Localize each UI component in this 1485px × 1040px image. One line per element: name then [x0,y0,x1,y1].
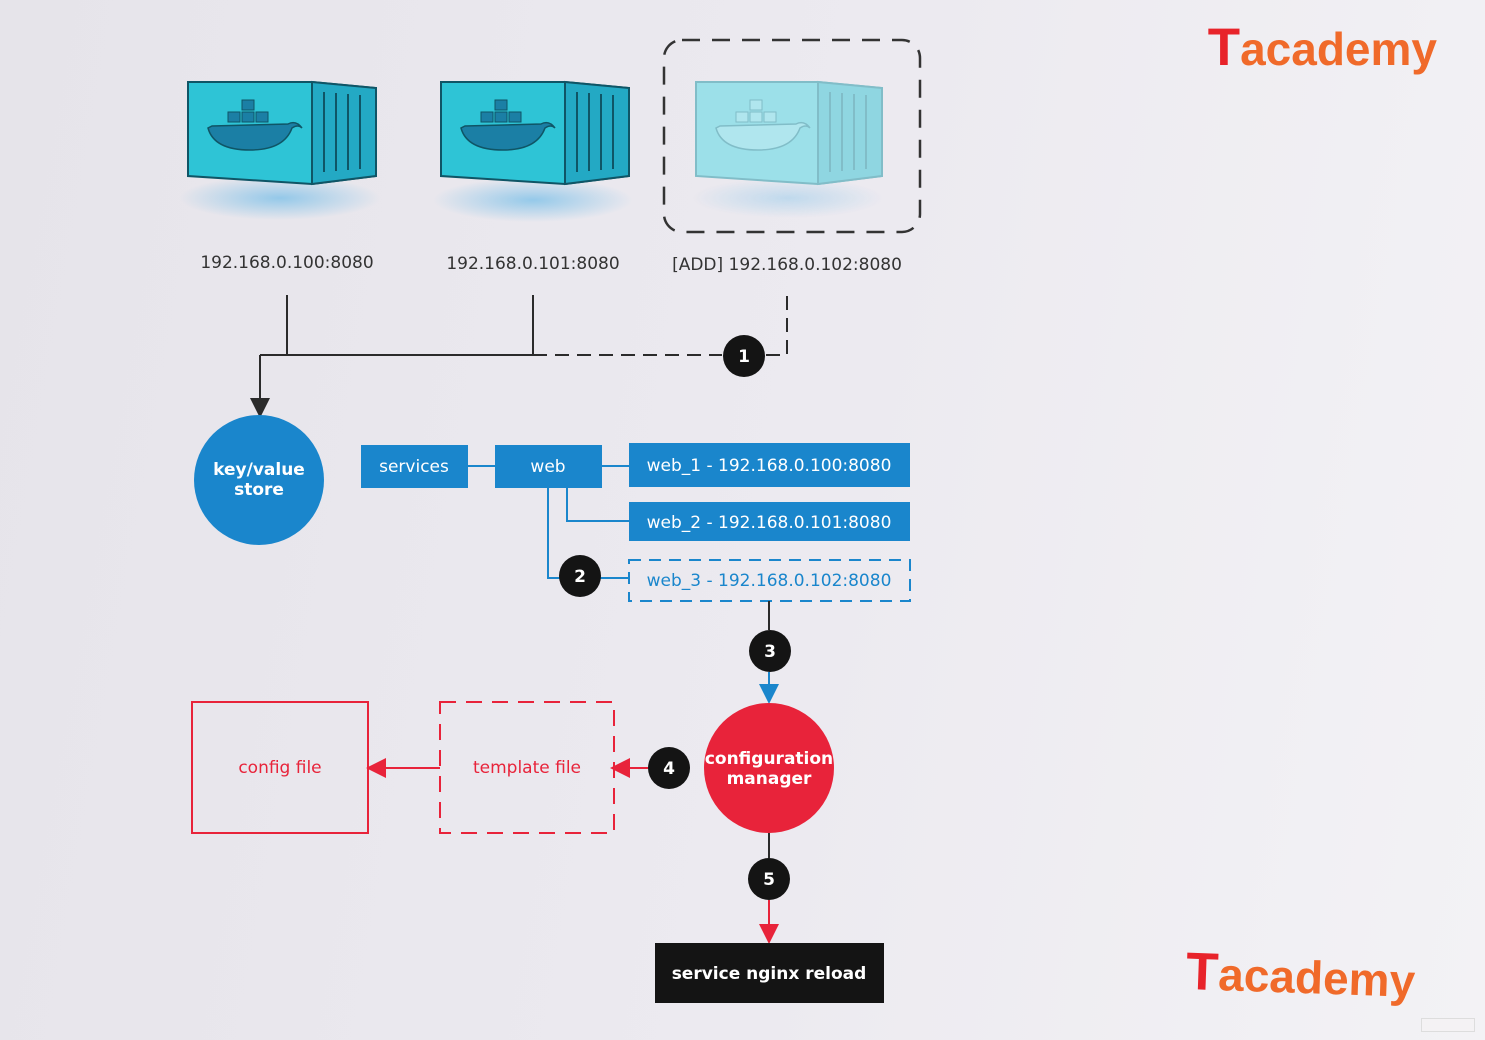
container-2-address: 192.168.0.101:8080 [446,254,619,274]
kv-store-label-line1: key/value [213,460,305,480]
step-4-label: 4 [663,759,675,779]
step-3-badge: 3 [749,630,791,672]
step-3-label: 3 [764,642,776,662]
web-2-label: web_2 - 192.168.0.101:8080 [647,513,892,533]
web-3-label: web_3 - 192.168.0.102:8080 [647,571,892,591]
web-1-entry [629,443,910,487]
docker-container-1-icon [180,80,380,220]
template-file-label: template file [473,758,581,778]
web-1-label: web_1 - 192.168.0.100:8080 [647,456,892,476]
config-file-label: config file [238,758,321,778]
docker-container-2-icon [433,80,633,222]
reload-command-label: service nginx reload [672,964,867,984]
step-4-badge: 4 [648,747,690,789]
config-file-box [191,701,369,834]
step-1-badge: 1 [723,335,765,377]
step-2-label: 2 [574,567,586,587]
step-2-badge: 2 [559,555,601,597]
configuration-manager-node: configuration manager [704,703,834,833]
config-manager-label-line1: configuration [705,749,833,769]
kv-store-label-line2: store [234,480,284,500]
step-5-badge: 5 [748,858,790,900]
step-5-label: 5 [763,870,775,890]
footer-watermark [1421,1018,1475,1032]
container-1-address: 192.168.0.100:8080 [200,253,373,273]
tacademy-logo-bottom: Tacademy [1184,942,1416,1007]
services-label: services [379,457,449,477]
web-node [495,445,602,488]
step-1-label: 1 [738,347,750,367]
services-node [361,445,468,488]
tacademy-logo-top: Tacademy [1207,18,1437,77]
kv-tree: services web web_1 - 192.168.0.100:8080 … [361,443,911,602]
registration-connectors [250,295,788,418]
config-manager-label-line2: manager [727,769,812,789]
web-label: web [530,457,565,477]
container-3-address: [ADD] 192.168.0.102:8080 [672,255,902,275]
new-container-dashed-frame [662,38,922,234]
template-file-box [439,701,615,834]
key-value-store-node: key/value store [194,415,324,545]
web-2-entry [629,502,910,541]
docker-container-3-icon [692,80,884,218]
reload-command-box [655,943,884,1003]
